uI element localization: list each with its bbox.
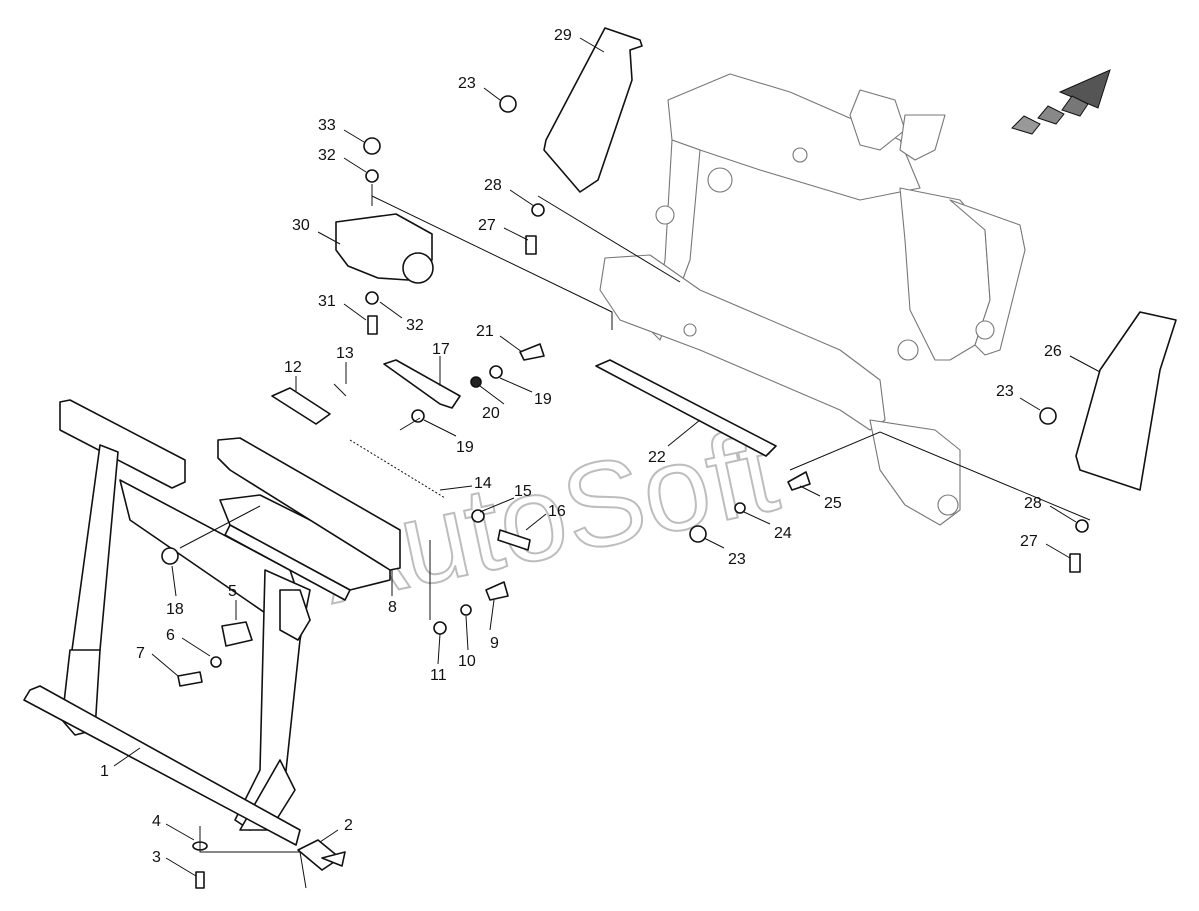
nut-part-23-bottom <box>689 525 707 543</box>
pin-part <box>333 383 347 397</box>
bolt-part-27-top <box>525 235 537 255</box>
label-5: 5 <box>228 583 237 600</box>
bolt-part-25 <box>787 471 811 491</box>
label-8: 8 <box>388 599 397 616</box>
label-24: 24 <box>774 525 792 542</box>
label-10: 10 <box>458 653 476 670</box>
bolt-part-16 <box>497 529 531 551</box>
washer-part-19-lower <box>411 409 425 423</box>
label-18: 18 <box>166 601 184 618</box>
direction-arrow-icon <box>1011 69 1111 135</box>
nut-part-23-right <box>1039 407 1057 425</box>
bushing-part <box>297 839 346 871</box>
label-13: 13 <box>336 345 354 362</box>
label-17: 17 <box>432 341 450 358</box>
label-28-top: 28 <box>484 177 502 194</box>
label-11: 11 <box>430 667 447 684</box>
label-32-upper: 32 <box>318 147 336 164</box>
nut-part-20 <box>470 376 482 388</box>
label-33: 33 <box>318 117 336 134</box>
washer-part-15 <box>471 509 485 523</box>
label-23-top: 23 <box>458 75 476 92</box>
side-rail-part <box>217 437 401 571</box>
label-30: 30 <box>292 217 310 234</box>
label-25: 25 <box>824 495 842 512</box>
cover-part-26 <box>1075 311 1177 491</box>
nut-part-33 <box>363 137 381 155</box>
bolt-part-27-right <box>1069 553 1081 573</box>
label-19-upper: 19 <box>534 391 552 408</box>
lift-frame-part <box>23 399 391 846</box>
link-part <box>271 387 331 425</box>
label-7: 7 <box>136 645 145 662</box>
label-16: 16 <box>548 503 566 520</box>
label-12: 12 <box>284 359 302 376</box>
label-6: 6 <box>166 627 175 644</box>
label-9: 9 <box>490 635 499 652</box>
washer-part-28-top <box>531 203 545 217</box>
washer-part-28-right <box>1075 519 1089 533</box>
label-21: 21 <box>476 323 494 340</box>
label-19-lower: 19 <box>456 439 474 456</box>
block-part <box>221 621 253 647</box>
callout-leaders <box>113 37 1101 877</box>
label-2: 2 <box>344 817 353 834</box>
label-31: 31 <box>318 293 336 310</box>
washer-part-32-lower <box>365 291 379 305</box>
label-26: 26 <box>1044 343 1062 360</box>
nut-part-23-top <box>499 95 517 113</box>
bracket-tube <box>402 252 434 284</box>
label-22: 22 <box>648 449 666 466</box>
spring-part <box>349 439 446 499</box>
bolt-part-21 <box>519 343 545 361</box>
plate-part <box>383 359 461 409</box>
label-32-lower: 32 <box>406 317 424 334</box>
callout-labels: 1 2 3 4 5 6 7 8 9 10 11 12 13 14 15 16 1… <box>100 27 1062 866</box>
washer-part-24 <box>734 502 746 514</box>
label-4: 4 <box>152 813 161 830</box>
label-1: 1 <box>100 763 109 780</box>
bolt-part-9 <box>485 581 509 601</box>
nut-part-18 <box>161 547 179 565</box>
washer-part-11 <box>433 621 447 635</box>
machine-frame <box>599 73 1026 526</box>
bolt-part-7 <box>177 671 203 687</box>
label-23-right: 23 <box>996 383 1014 400</box>
label-20: 20 <box>482 405 500 422</box>
label-3: 3 <box>152 849 161 866</box>
label-28-right: 28 <box>1024 495 1042 512</box>
washer-part-19-upper <box>489 365 503 379</box>
label-27-top: 27 <box>478 217 496 234</box>
bolt-part-31 <box>367 315 378 335</box>
cover-part-29 <box>543 27 643 193</box>
washer-part-10 <box>460 604 472 616</box>
label-27-right: 27 <box>1020 533 1038 550</box>
label-14: 14 <box>474 475 492 492</box>
label-15: 15 <box>514 483 532 500</box>
rod-part <box>595 359 777 457</box>
label-23-bottom: 23 <box>728 551 746 568</box>
assembly-lines <box>179 184 1091 889</box>
washer-part-32-upper <box>365 169 379 183</box>
washer-part-6 <box>210 656 222 668</box>
label-29: 29 <box>554 27 572 44</box>
